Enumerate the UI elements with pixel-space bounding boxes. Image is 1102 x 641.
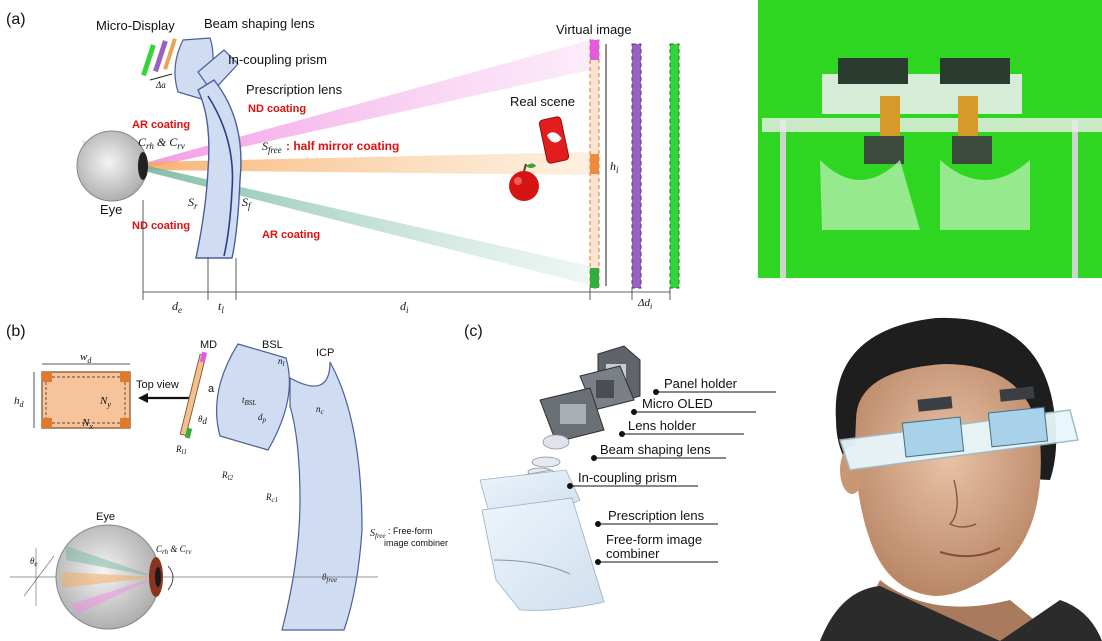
micro-display-label: Micro-Display [96,18,175,33]
virtual-image-planes [589,39,680,289]
person-photo [790,305,1102,641]
in-coupling-prism-label: In-coupling prism [228,52,327,67]
top-view-label: Top view [136,379,179,391]
ar-coating-bottom: AR coating [262,229,320,241]
s-free-b-label: Sfree [370,528,386,540]
label-panel-holder: Panel holder [664,376,738,391]
nd-coating-top: ND coating [248,103,306,115]
bsl-label: BSL [262,339,283,351]
delta-a-arrow [149,73,173,81]
t-l-label: tl [218,299,224,315]
panel-c: (c) [464,323,776,611]
callout-dots [567,389,659,565]
display-top-view [41,371,131,429]
r-l1-label: Rl1 [175,444,187,456]
dimension-lines [142,200,671,300]
half-mirror-label: : half mirror coating [286,139,399,153]
panel-a-tag: (a) [6,11,26,28]
callout-lines [570,391,776,563]
label-lens-holder: Lens holder [628,418,697,433]
prototype-photo [758,0,1102,278]
d-p-label: dp [258,412,267,424]
eye-pupil [138,152,148,180]
c-rh-c-rv-label: Crh & Crv [138,135,185,151]
ray-pink [148,40,590,168]
s-f-label: Sf [242,195,252,211]
theta-e-label: θe [30,556,38,568]
delta-a-label: Δa [155,80,166,90]
r-l2-label: Rl2 [221,470,233,482]
ray-green [148,166,590,285]
w-d-label: wd [80,351,92,365]
ar-coating-left: AR coating [132,119,190,131]
n-l-label: nl [278,356,285,368]
beam-shaping-lens-label: Beam shaping lens [204,16,315,31]
theta-d-label: θd [198,414,207,426]
label-beam-shaping-lens: Beam shaping lens [600,442,711,457]
n-x-label: Nx [81,417,93,431]
free-form-label-2: image combiner [384,538,448,548]
eye-b-label: Eye [96,511,115,523]
s-free-label: Sfree [262,139,282,155]
panel-a: (a) Eye Micro-Display Δa Beam shaping le… [6,11,680,315]
panel-b-tag: (b) [6,323,26,340]
real-scene-objects [509,116,570,201]
virtual-image-label: Virtual image [556,22,632,37]
panel-b: (b) wd hd Ny Nx Top view MD a θd BSL tBS… [6,323,448,631]
label-micro-oled: Micro OLED [642,396,713,411]
label-in-coupling-prism: In-coupling prism [578,470,677,485]
eye-ball [76,130,148,202]
real-scene-label: Real scene [510,94,575,109]
h-i-label: hi [610,159,619,175]
exploded-parts [479,345,641,611]
bsl-element [215,343,291,451]
micro-display [141,38,177,77]
s-r-label: Sr [188,195,198,211]
free-form-surface [207,95,234,257]
delta-d-i-label: Δdi [637,297,652,311]
panel-c-tag: (c) [464,323,483,340]
md-label: MD [200,339,217,351]
free-form-combiner [281,361,363,631]
h-d-label: hd [14,395,25,409]
eye-label: Eye [100,202,122,217]
c-rh-rv-b-label: Crh & Crv [156,544,192,556]
label-free-form-combiner-1: Free-form image [606,532,702,547]
n-c-label: nc [316,404,325,416]
r-c1-label: Rc1 [265,492,278,504]
t-bsl-label: tBSL [242,395,256,407]
prescription-lens-label: Prescription lens [246,82,343,97]
a-label: a [208,383,215,395]
label-free-form-combiner-2: combiner [606,546,660,561]
d-e-label: de [172,299,182,315]
n-y-label: Ny [99,395,111,409]
d-i-label: di [400,299,409,315]
free-form-label-1: : Free-form [388,526,433,536]
icp-label: ICP [316,347,334,359]
ray-orange [148,152,590,175]
nd-coating-bottom: ND coating [132,220,190,232]
label-prescription-lens: Prescription lens [608,508,705,523]
